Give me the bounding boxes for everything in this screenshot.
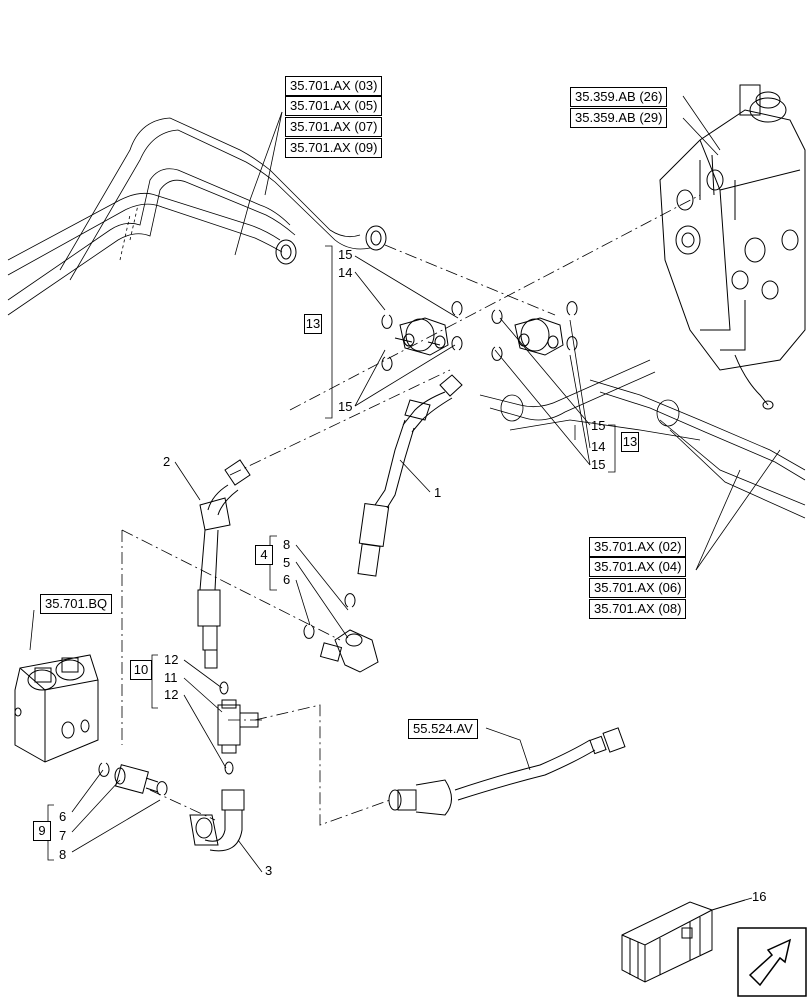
- o-rings: [98, 301, 578, 796]
- callout-5: 5: [283, 555, 291, 570]
- callout-box-13-left: 13: [304, 314, 322, 334]
- cross-fitting-left: [394, 317, 449, 356]
- callout-2: 2: [163, 454, 171, 469]
- ref-35-701-bq[interactable]: 35.701.BQ: [40, 594, 113, 614]
- hose-end-fitting: [275, 225, 387, 265]
- callout-6-group-4: 6: [283, 572, 291, 587]
- callout-15-top-right: 15: [591, 418, 606, 433]
- cross-fitting-right: [514, 317, 564, 356]
- ref-35-701-ax-09[interactable]: 35.701.AX (09): [285, 138, 383, 158]
- callout-15-bottom-right: 15: [591, 457, 606, 472]
- callout-15-top-left: 15: [338, 247, 353, 262]
- control-valve-block: [659, 84, 806, 410]
- hose-1: [357, 374, 463, 577]
- ref-35-701-ax-03[interactable]: 35.701.AX (03): [285, 76, 383, 96]
- ref-35-701-ax-05[interactable]: 35.701.AX (05): [285, 96, 383, 116]
- callout-6-group-9: 6: [59, 809, 67, 824]
- callout-3: 3: [265, 863, 273, 878]
- straight-adapter: [114, 764, 159, 794]
- navigation-arrow-icon[interactable]: [737, 927, 807, 997]
- callout-8-group-4: 8: [283, 537, 291, 552]
- shipping-crate-icon: [621, 899, 746, 983]
- callout-box-9: 9: [33, 821, 51, 841]
- ref-35-359-ab-26[interactable]: 35.359.AB (26): [570, 87, 668, 107]
- assembly-axis-lines: [121, 194, 701, 826]
- ref-35-701-ax-08[interactable]: 35.701.AX (08): [589, 599, 687, 619]
- leader-lines: [29, 95, 781, 901]
- callout-15-bottom-left: 15: [338, 399, 353, 414]
- pressure-switch-harness: [388, 727, 626, 816]
- callout-box-4: 4: [255, 545, 273, 565]
- ref-35-359-ab-29[interactable]: 35.359.AB (29): [570, 108, 668, 128]
- ref-55-524-av[interactable]: 55.524.AV: [408, 719, 478, 739]
- callout-12-bottom: 12: [164, 687, 179, 702]
- ref-35-701-ax-06[interactable]: 35.701.AX (06): [589, 578, 687, 598]
- callout-box-13-right: 13: [621, 432, 639, 452]
- solenoid-valve-block: [14, 654, 99, 763]
- hose-2: [197, 459, 251, 669]
- elbow-adapter: [319, 629, 379, 673]
- callout-14-right: 14: [591, 439, 606, 454]
- callout-14-left: 14: [338, 265, 353, 280]
- callout-11: 11: [164, 670, 178, 685]
- hydraulic-lines-top-left: [7, 117, 371, 316]
- ref-35-701-ax-02[interactable]: 35.701.AX (02): [589, 537, 687, 557]
- callout-16: 16: [752, 889, 767, 904]
- callout-8-group-9: 8: [59, 847, 67, 862]
- callout-1: 1: [434, 485, 442, 500]
- callout-12-top: 12: [164, 652, 179, 667]
- callout-7: 7: [59, 828, 67, 843]
- callout-box-10: 10: [130, 660, 152, 680]
- pipe-3: [189, 789, 245, 852]
- ref-35-701-ax-04[interactable]: 35.701.AX (04): [589, 557, 687, 577]
- hydraulic-lines-right: [479, 359, 806, 519]
- ref-35-701-ax-07[interactable]: 35.701.AX (07): [285, 117, 383, 137]
- tee-fitting: [217, 699, 259, 754]
